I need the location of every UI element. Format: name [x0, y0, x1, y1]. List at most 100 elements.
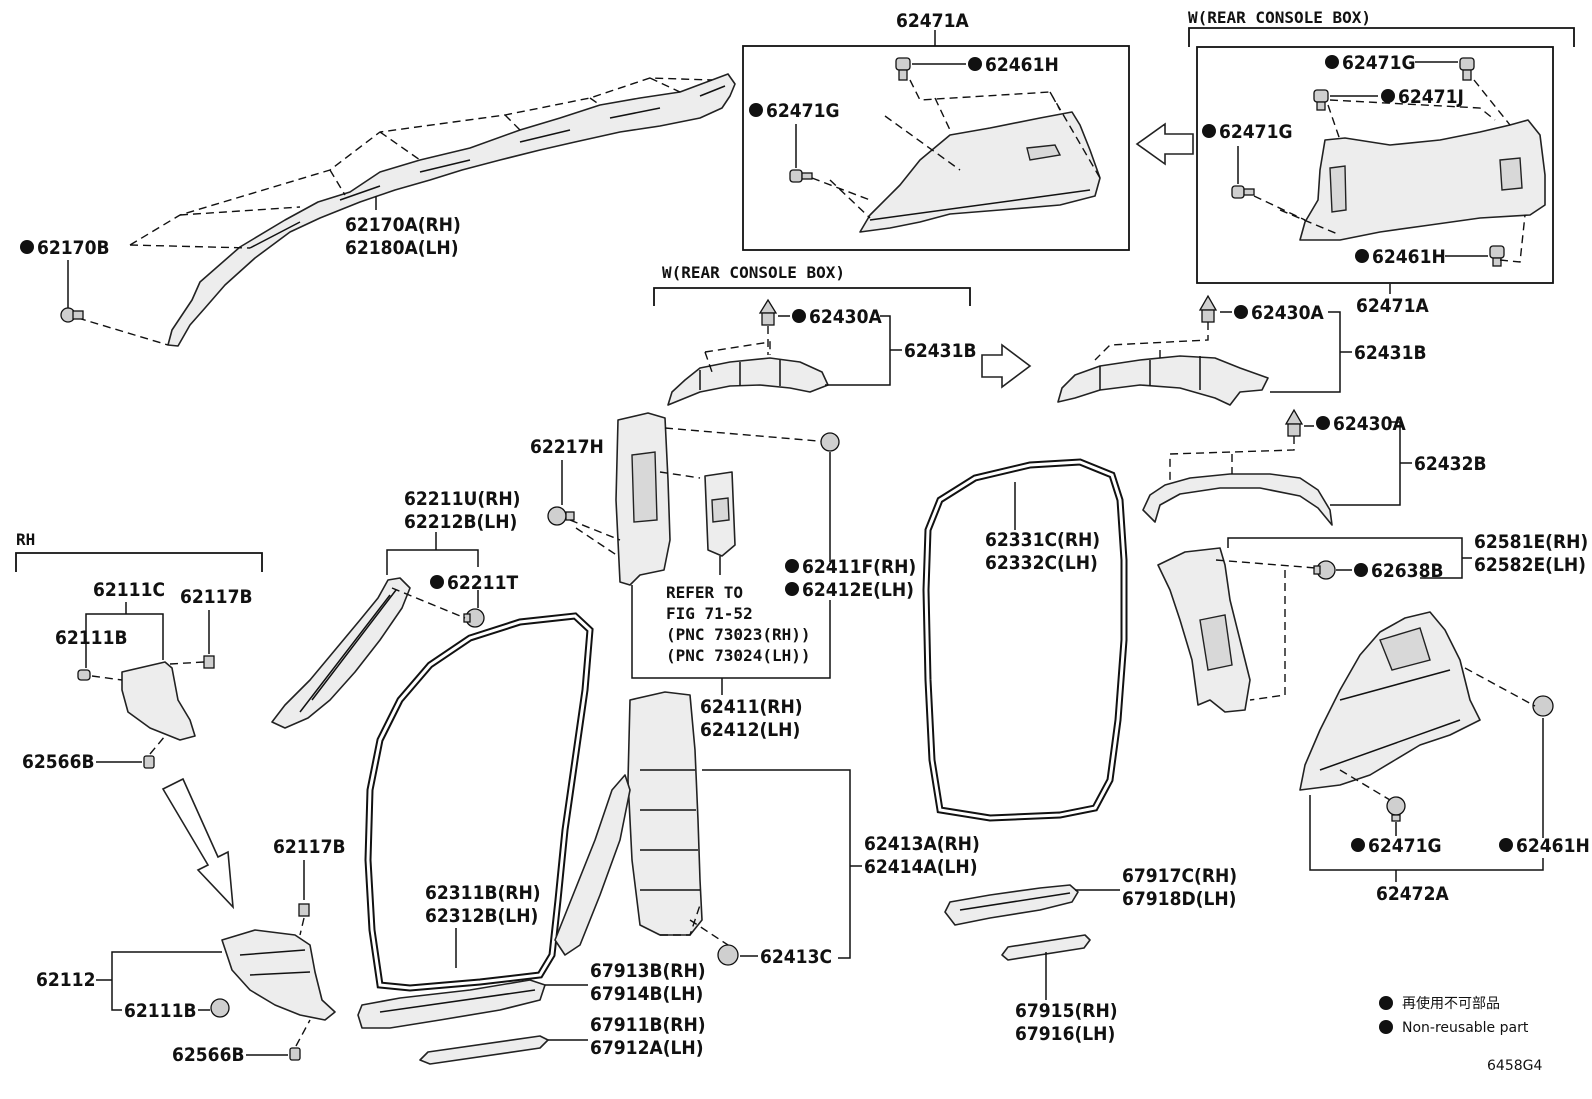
rear-scuff-strip-part [1001, 934, 1091, 961]
label-62211T: 62211T [447, 572, 518, 594]
seat-belt-cover-part [704, 471, 736, 557]
center-pillar-lower-part [554, 691, 703, 956]
label-62431B-b: 62431B [1354, 342, 1427, 364]
non-reusable-mark [785, 582, 799, 596]
label-62212B: 62212B(LH) [404, 511, 517, 533]
clip-62566B-a-icon [143, 755, 155, 769]
label-62582E: 62582E(LH) [1474, 554, 1586, 576]
label-62117B-a: 62117B [180, 586, 253, 608]
clip-62211T-icon [463, 608, 485, 628]
non-reusable-mark [1354, 563, 1368, 577]
label-62170B: 62170B [37, 237, 110, 259]
non-reusable-mark [749, 103, 763, 117]
label-67914B: 67914B(LH) [590, 983, 703, 1005]
label-62566B-a: 62566B [22, 751, 95, 773]
bracket-62432B-part [1142, 473, 1333, 526]
label-62471A-top: 62471A [896, 10, 969, 32]
label-62461H-b: 62461H [1372, 246, 1446, 268]
label-62413A: 62413A(RH) [864, 833, 980, 855]
label-62414A: 62414A(LH) [864, 856, 978, 878]
label-62471G-b: 62471G [1342, 52, 1416, 74]
clip-62430A-c-icon [1284, 408, 1304, 437]
legend-dot-jp [1379, 996, 1393, 1010]
label-62461H-a: 62461H [985, 54, 1059, 76]
label-62332C: 62332C(LH) [985, 552, 1098, 574]
arrow-down-right-icon [161, 777, 235, 910]
rh-bracket [15, 552, 263, 572]
label-67916: 67916(LH) [1015, 1023, 1115, 1045]
front-door-scuff-plate-part [357, 979, 546, 1029]
clip-62566B-b-icon [289, 1047, 301, 1061]
label-62312B: 62312B(LH) [425, 905, 538, 927]
refer-note-line2: FIG 71-52 [666, 604, 753, 623]
header-rear-console-box-2: W(REAR CONSOLE BOX) [662, 263, 845, 282]
label-62581E: 62581E(RH) [1474, 531, 1588, 553]
clip-62471G-d-icon [1386, 796, 1406, 822]
label-62472A: 62472A [1376, 883, 1449, 905]
front-pillar-garnish-part [271, 577, 411, 729]
non-reusable-mark [20, 240, 34, 254]
clip-62471G-c-icon [1231, 185, 1255, 199]
label-62111B-a: 62111B [55, 627, 128, 649]
detail-box-62471A [742, 45, 1130, 251]
label-67918D: 67918D(LH) [1122, 888, 1236, 910]
front-scuff-strip-part [419, 1035, 549, 1065]
scuff-bracket-62111C-part [121, 661, 196, 741]
clip-62430A-b-icon [1198, 294, 1218, 323]
clip-62638B-icon [1313, 560, 1336, 580]
front-scuff-plate-62112-part [221, 929, 336, 1021]
clip-62471G-a-icon [789, 169, 813, 183]
clip-62461H-b-icon [1489, 245, 1505, 267]
label-62471G-d: 62471G [1368, 835, 1442, 857]
label-62566B-b: 62566B [172, 1044, 245, 1066]
quarter-pillar-garnish-part [1157, 547, 1251, 713]
header-rh: RH [16, 530, 35, 549]
label-62430A-b: 62430A [1251, 302, 1324, 324]
non-reusable-mark [968, 57, 982, 71]
label-62413C: 62413C [760, 946, 832, 968]
label-62411F: 62411F(RH) [802, 556, 916, 578]
label-62117B-b: 62117B [273, 836, 346, 858]
non-reusable-mark [1316, 416, 1330, 430]
arrow-left-icon [1135, 122, 1194, 166]
label-67911B: 67911B(RH) [590, 1014, 706, 1036]
label-62331C: 62331C(RH) [985, 529, 1100, 551]
clip-62430A-a-icon [758, 298, 778, 326]
non-reusable-mark [792, 309, 806, 323]
label-62111B-b: 62111B [124, 1000, 197, 1022]
label-62412: 62412(LH) [700, 719, 800, 741]
front-door-weatherstrip-part [364, 612, 594, 992]
label-62411: 62411(RH) [700, 696, 803, 718]
trim-bracket-right-part [1057, 355, 1269, 406]
rear-console-box-bracket-mid [653, 287, 971, 306]
legend-en: Non-reusable part [1402, 1020, 1529, 1036]
clip-62411F-icon [820, 432, 840, 452]
trim-bracket-left-part [667, 357, 829, 406]
non-reusable-mark [1351, 838, 1365, 852]
figure-id: 6458G4 [1487, 1058, 1542, 1074]
clip-62170B-icon [60, 307, 84, 323]
rear-console-box-bracket-top [1188, 27, 1575, 47]
label-62461H-c: 62461H [1516, 835, 1590, 857]
quarter-trim-upper-alt-part [1299, 119, 1546, 241]
label-62432B: 62432B [1414, 453, 1487, 475]
label-62311B: 62311B(RH) [425, 882, 541, 904]
non-reusable-mark [785, 559, 799, 573]
label-62471J: 62471J [1398, 86, 1464, 108]
label-67912A: 67912A(LH) [590, 1037, 704, 1059]
clip-62117B-a-icon [203, 655, 215, 669]
label-62638B: 62638B [1371, 560, 1444, 582]
label-62412E: 62412E(LH) [802, 579, 914, 601]
legend-dot-en [1379, 1020, 1393, 1034]
label-62471A-bot: 62471A [1356, 295, 1429, 317]
label-62430A-a: 62430A [809, 306, 882, 328]
clip-62117B-b-icon [298, 903, 310, 917]
clip-62461H-c-icon [1532, 695, 1554, 717]
refer-note-line1: REFER TO [666, 583, 743, 602]
non-reusable-mark [1355, 249, 1369, 263]
label-67915: 67915(RH) [1015, 1000, 1118, 1022]
non-reusable-mark [1499, 838, 1513, 852]
clip-62471G-b-icon [1459, 57, 1475, 81]
rear-door-weatherstrip-part [922, 458, 1128, 822]
